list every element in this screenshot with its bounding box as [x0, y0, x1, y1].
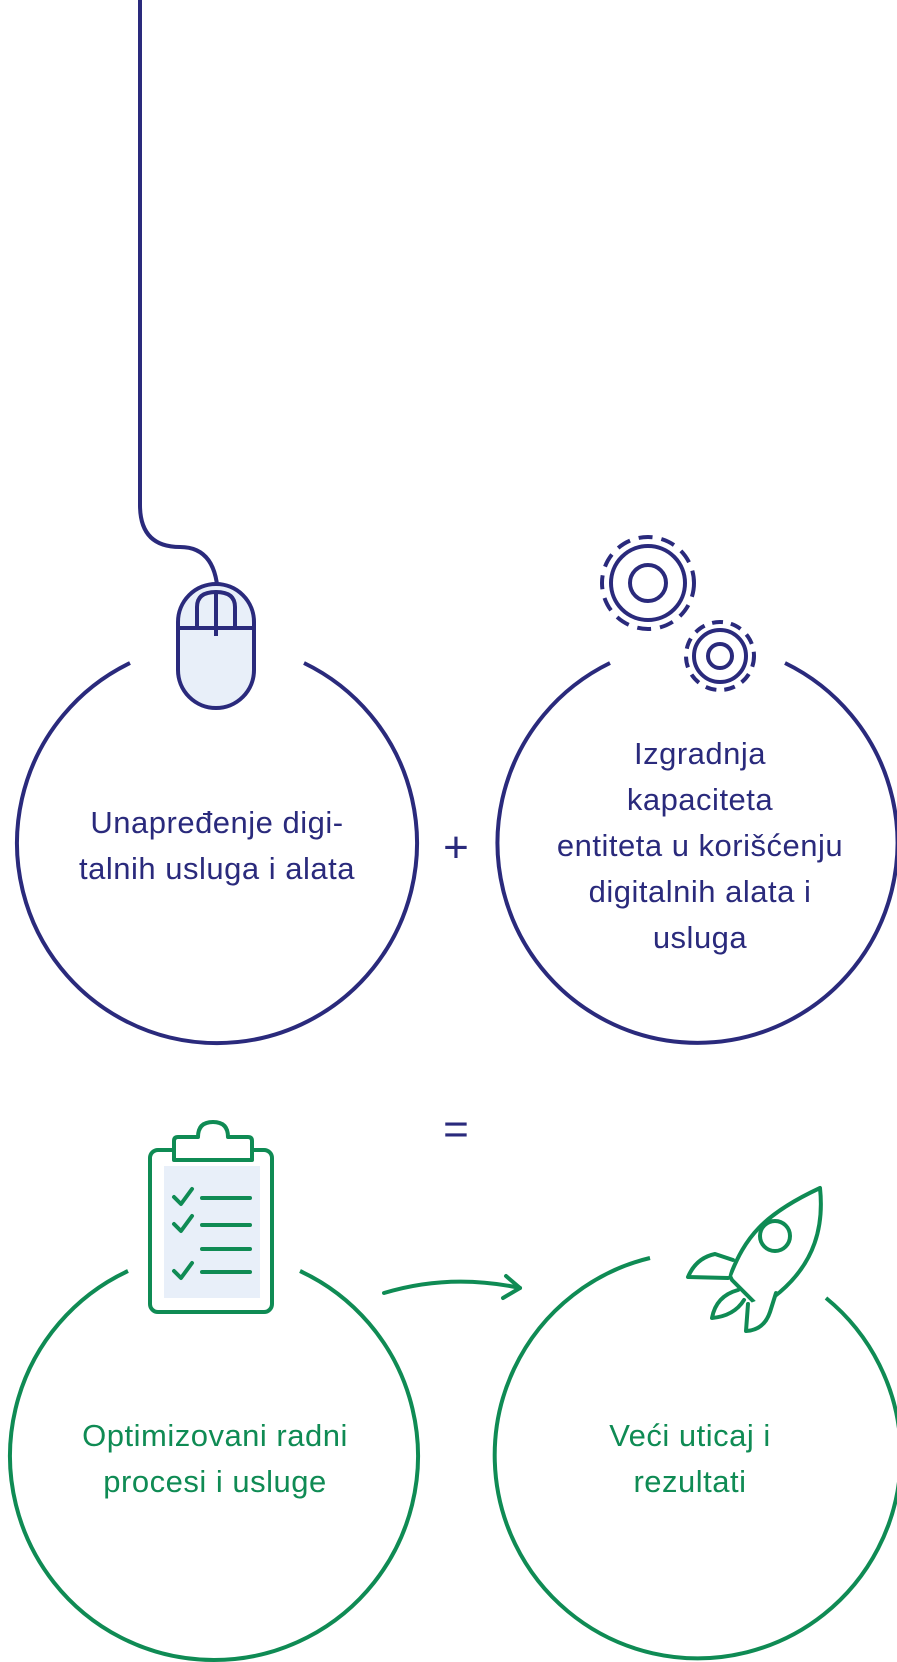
label-line: entiteta u korišćenju	[556, 828, 844, 863]
label-line: procesi i usluge	[103, 1464, 327, 1499]
clipboard-checklist-icon	[148, 1120, 274, 1314]
arrow-right-icon	[382, 1274, 522, 1300]
circle-digital-services	[15, 661, 419, 1046]
label-line: Veći uticaj i	[609, 1418, 771, 1453]
rocket-icon	[686, 1186, 823, 1333]
label-line: Optimizovani radni	[82, 1418, 348, 1453]
label-line: Unapređenje digi-	[90, 805, 344, 840]
label-line: digitalnih alata i	[588, 874, 812, 909]
plus-operator: +	[443, 823, 469, 872]
circle-greater-impact	[492, 1256, 897, 1661]
label-optimized-processes: Optimizovani radni procesi i usluge	[30, 1413, 400, 1505]
computer-mouse-icon	[176, 582, 256, 710]
label-digital-services: Unapređenje digi- talnih usluga i alata	[30, 800, 404, 892]
label-line: talnih usluga i alata	[79, 851, 355, 886]
circle-capacity-building	[495, 661, 897, 1045]
label-greater-impact: Veći uticaj i rezultati	[510, 1413, 870, 1505]
circle-optimized-processes	[8, 1269, 420, 1662]
equals-operator: =	[443, 1105, 469, 1154]
label-line: kapaciteta	[626, 782, 774, 817]
label-line: Izgradnja	[633, 736, 767, 771]
label-line: rezultati	[633, 1464, 747, 1499]
label-line: usluga	[652, 920, 748, 955]
label-capacity-building: Izgradnja kapaciteta entiteta u korišćen…	[500, 731, 897, 961]
gears-icon	[600, 535, 756, 692]
mouse-cable	[138, 0, 220, 602]
